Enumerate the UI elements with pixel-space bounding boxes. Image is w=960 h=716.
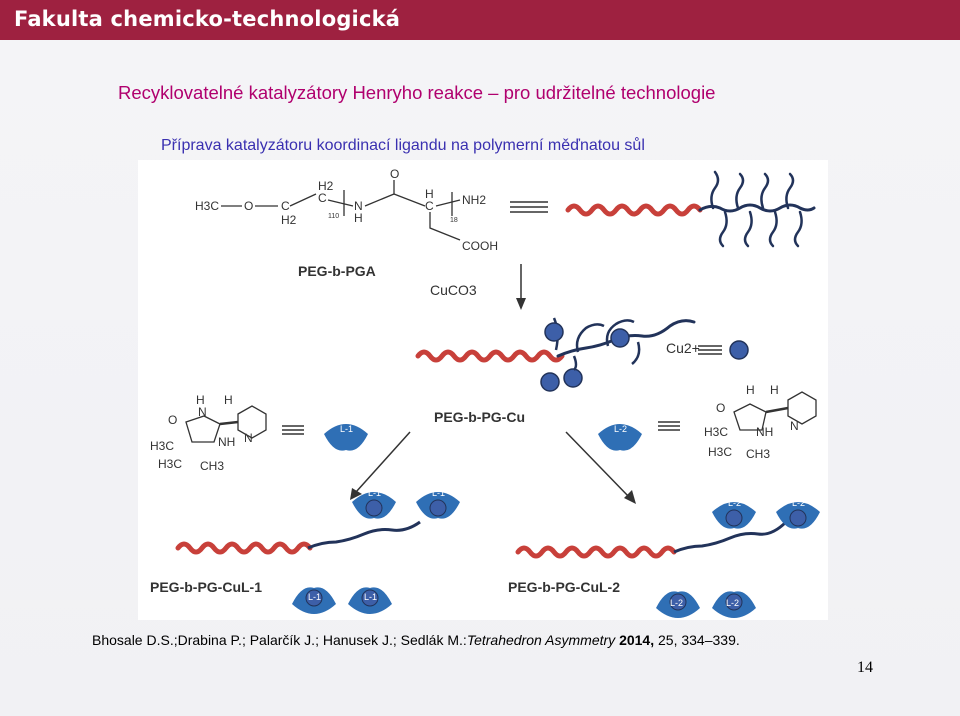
ligand-l2-icon: L-2	[598, 424, 642, 451]
label-cooh: COOH	[462, 239, 498, 253]
l1-h3c-a: H3C	[150, 439, 174, 453]
l1-o: O	[168, 413, 177, 427]
label-o: O	[244, 199, 253, 213]
peg-pg-cu-cartoon	[415, 317, 696, 392]
cul2-label-c: L-2	[670, 598, 683, 608]
label-repeat-110: 110	[328, 213, 339, 220]
arrow-down	[516, 264, 526, 310]
slide-subtitle: Příprava katalyzátoru koordinací ligandu…	[161, 137, 645, 154]
l2-ch3: CH3	[746, 447, 770, 461]
l2-h-b: H	[770, 383, 779, 397]
l2-h3c-a: H3C	[704, 425, 728, 439]
l1-ch3: CH3	[200, 459, 224, 473]
label-c1: C	[281, 199, 290, 213]
label-peg-b-pg-cul1: PEG-b-PG-CuL-1	[150, 579, 262, 595]
label-c2: C	[318, 191, 327, 205]
citation-year: 2014,	[619, 632, 655, 648]
arrow-to-cul2	[565, 431, 636, 504]
label-h3c: H3C	[195, 199, 219, 213]
ligand-l1-structure: H H O N NH H3C H3C CH3 N	[150, 393, 267, 473]
l2-h3c-b: H3C	[708, 445, 732, 459]
equivalence-symbol-cu	[698, 345, 722, 355]
cul2-label-a: L-2	[728, 498, 741, 508]
l2-o: O	[716, 401, 725, 415]
cul1-label-b: L-1	[432, 488, 445, 498]
peg-pga-cartoon	[565, 170, 816, 248]
cu-ion-symbol	[729, 340, 749, 360]
label-peg-b-pg-cul2: PEG-b-PG-CuL-2	[508, 579, 620, 595]
cul1-label-d: L-1	[364, 592, 377, 602]
cul1-label-c: L-1	[308, 592, 321, 602]
cul1-label-a: L-1	[368, 488, 381, 498]
label-n: N	[354, 199, 363, 213]
l2-n-ring: N	[790, 419, 799, 433]
ligand-l2-structure: H H O H3C NH H3C CH3 N	[704, 383, 817, 461]
label-repeat-18: 18	[450, 217, 458, 224]
label-cuco3: CuCO3	[430, 282, 477, 298]
equivalence-symbol-top	[510, 201, 548, 213]
label-h2-a: H2	[281, 213, 297, 227]
l1-h-a: H	[196, 393, 205, 407]
citation-journal: Tetrahedron Asymmetry	[466, 632, 616, 648]
l1-h3c-b: H3C	[158, 457, 182, 471]
cul2-label-d: L-2	[726, 598, 739, 608]
peg-pg-cul1-cartoon: L-1 L-1 L-1 L-1	[175, 488, 460, 614]
arrow-to-cul1	[350, 431, 411, 500]
l1-n-ring: N	[244, 431, 253, 445]
ligand-l1-icon: L-1	[324, 424, 368, 451]
l1-n-a: N	[198, 405, 207, 419]
peg-pg-cul2-cartoon: L-2 L-2 L-2 L-2	[515, 498, 820, 618]
l2-icon-label: L-2	[614, 424, 627, 434]
l1-icon-label: L-1	[340, 424, 353, 434]
label-cu-ion: Cu2+	[666, 340, 700, 356]
slide-title: Recyklovatelné katalyzátory Henryho reak…	[118, 82, 716, 103]
page-number: 14	[857, 659, 873, 676]
citation: Bhosale D.S.;Drabina P.; Palarčík J.; Ha…	[92, 632, 740, 648]
l2-nh: NH	[756, 425, 773, 439]
reaction-scheme-svg: H3C O C H2 H2 C 110 N H O H C 18 NH2 COO…	[150, 167, 820, 618]
label-peg-b-pg-cu: PEG-b-PG-Cu	[434, 409, 525, 425]
cul2-label-b: L-2	[792, 498, 805, 508]
l1-h-b: H	[224, 393, 233, 407]
label-c3: C	[425, 199, 434, 213]
l2-h-a: H	[746, 383, 755, 397]
citation-pages: 25, 334–339.	[658, 632, 740, 648]
label-h3: H	[425, 187, 434, 201]
citation-authors: Bhosale D.S.;Drabina P.; Palarčík J.; Ha…	[92, 632, 467, 648]
faculty-name: Fakulta chemicko-technologická	[14, 7, 401, 31]
label-h2-b: H2	[318, 179, 334, 193]
faculty-header-bar: Fakulta chemicko-technologická	[0, 0, 960, 40]
peg-pga-structure: H3C O C H2 H2 C 110 N H O H C 18 NH2 COO…	[195, 167, 498, 253]
equivalence-symbol-l2	[658, 421, 680, 431]
label-peg-b-pga: PEG-b-PGA	[298, 263, 376, 279]
label-h: H	[354, 211, 363, 225]
l1-nh: NH	[218, 435, 235, 449]
equivalence-symbol-l1	[282, 425, 304, 435]
label-o2: O	[390, 167, 399, 181]
label-nh2: NH2	[462, 193, 486, 207]
reaction-scheme: H3C O C H2 H2 C 110 N H O H C 18 NH2 COO…	[138, 160, 828, 620]
